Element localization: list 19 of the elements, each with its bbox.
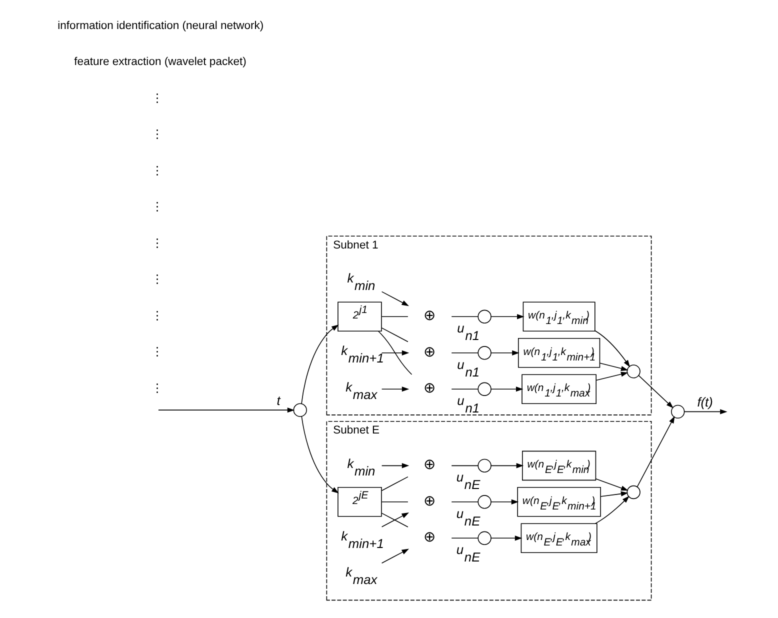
label: ⋮ (152, 201, 162, 214)
node-text: ⊕ (423, 344, 436, 360)
label: feature extraction (wavelet packet) (74, 56, 246, 68)
label: ⋮ (152, 346, 162, 358)
label: ⋮ (152, 274, 162, 286)
node-text: ⊕ (423, 493, 436, 510)
label: ⋮ (152, 128, 162, 141)
label: ⋮ (152, 92, 162, 104)
edge-label: f(t) (697, 394, 713, 410)
label: ⋮ (152, 310, 162, 322)
edge-label: t (276, 393, 280, 408)
node-text: ⊕ (423, 380, 436, 397)
node-text: ⊕ (423, 308, 436, 324)
label: ⋮ (152, 164, 162, 177)
label: information identification (neural network) (58, 20, 264, 32)
label: ⋮ (152, 382, 162, 394)
node-text: ⊕ (423, 530, 436, 546)
label: ⋮ (152, 237, 162, 250)
node-text: ⊕ (423, 457, 436, 474)
